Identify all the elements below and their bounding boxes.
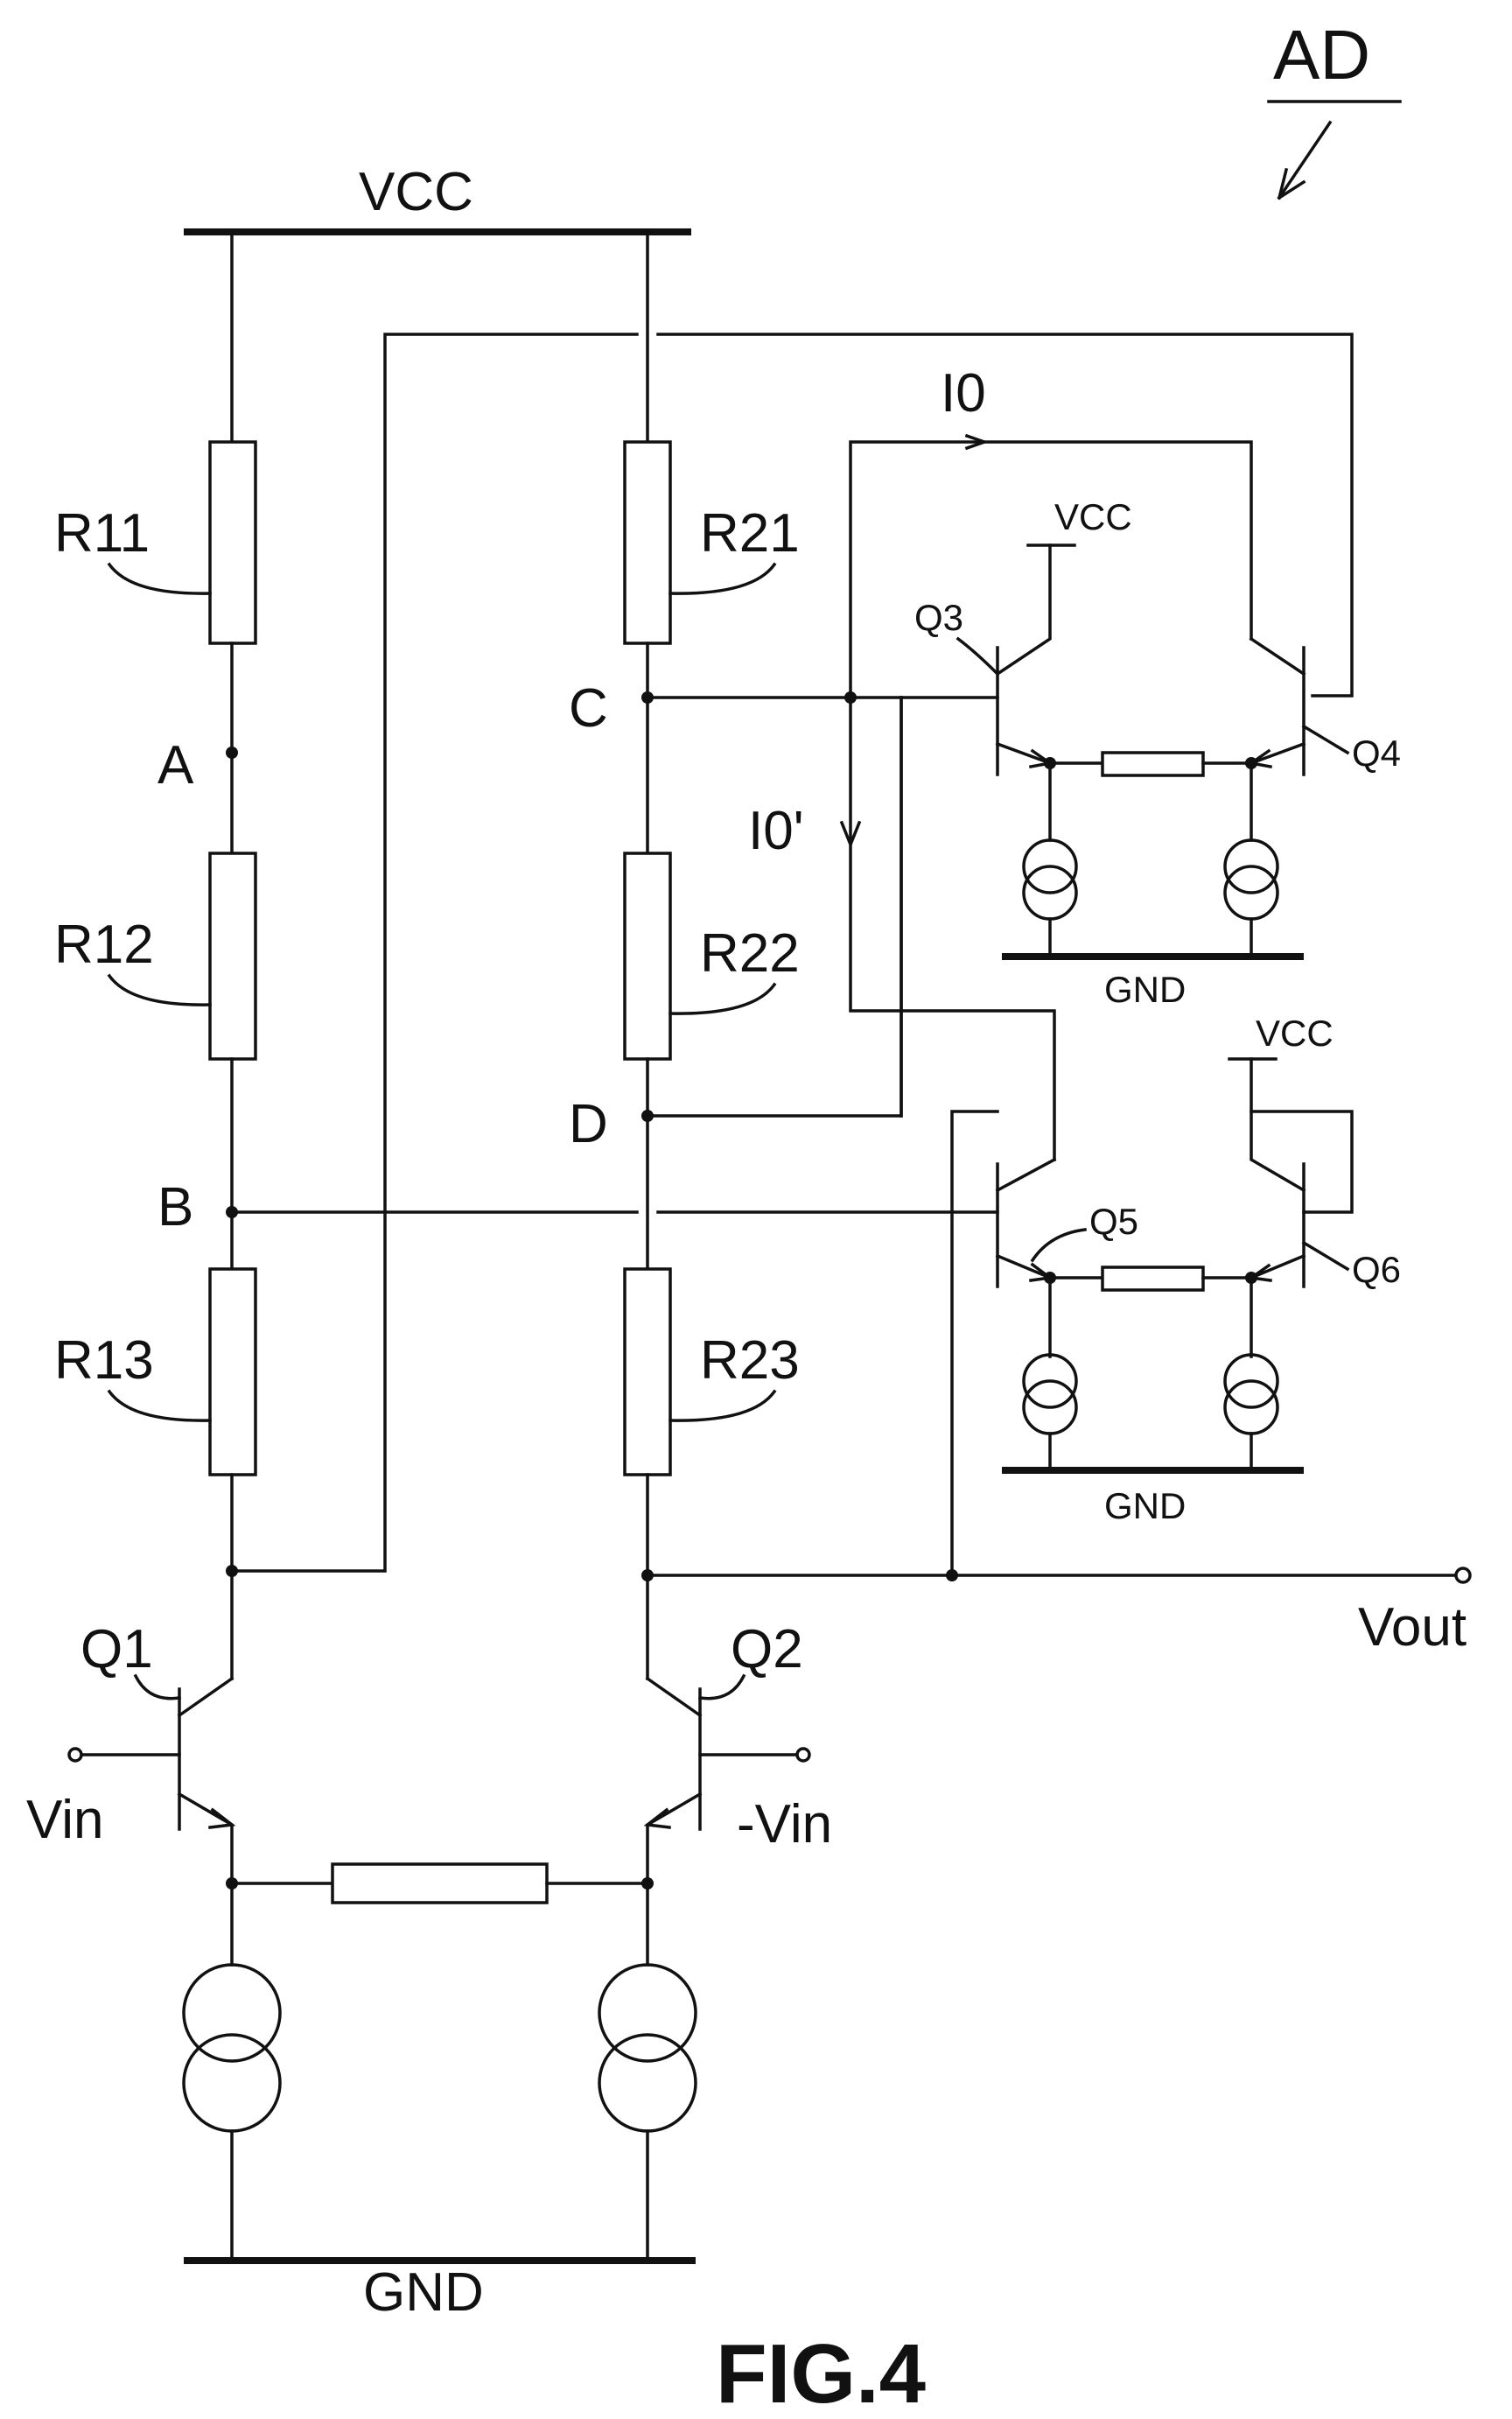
q1-label: Q1	[80, 1619, 153, 1679]
r13-leader	[109, 1392, 210, 1420]
r21-label: R21	[700, 503, 800, 564]
q6-collector	[1251, 1059, 1304, 1190]
node-a-junction	[226, 747, 238, 759]
vout-terminal	[1456, 1568, 1470, 1582]
resistor-r13	[210, 1269, 256, 1475]
resistor-r23	[625, 1269, 670, 1475]
upper-vcc-label: VCC	[1054, 496, 1132, 537]
q2-collector	[648, 1679, 700, 1715]
q3-leader	[958, 639, 998, 674]
output-feedback-riser	[952, 1111, 998, 1575]
q6-label: Q6	[1352, 1249, 1401, 1290]
i0-label: I0	[941, 363, 986, 424]
q1-emitter	[179, 1794, 232, 1883]
upper-emitter-resistor	[1102, 753, 1203, 775]
resistor-r21	[625, 442, 670, 643]
q3-emitter	[998, 744, 1050, 763]
q5-collector	[998, 1160, 1054, 1190]
q3-collector	[998, 545, 1050, 674]
vcc-rail-label: VCC	[359, 162, 473, 222]
r12-label: R12	[54, 915, 154, 975]
i0-prime-label: I0'	[748, 801, 804, 861]
node-a-label: A	[158, 735, 194, 796]
input-current-source-right	[599, 2035, 696, 2131]
resistor-r12	[210, 853, 256, 1059]
q5-label: Q5	[1089, 1201, 1138, 1242]
neg-vin-terminal	[797, 1749, 809, 1761]
resistor-r22	[625, 853, 670, 1059]
r22-label: R22	[700, 923, 800, 984]
neg-vin-label: -Vin	[737, 1794, 832, 1855]
lower-emitter-resistor	[1102, 1267, 1203, 1290]
r11-leader	[109, 564, 210, 593]
q3-label: Q3	[914, 597, 963, 638]
feedback-wire-left	[232, 334, 637, 1571]
r23-label: R23	[700, 1330, 800, 1391]
r22-leader	[670, 985, 774, 1013]
q4-leader	[1304, 726, 1348, 753]
input-emitter-resistor	[332, 1864, 547, 1903]
q6-emitter	[1251, 1256, 1304, 1278]
gnd-rail-label: GND	[363, 2262, 484, 2323]
r21-leader	[670, 564, 774, 593]
q2-label: Q2	[731, 1619, 803, 1679]
vin-label: Vin	[26, 1790, 104, 1850]
r11-label: R11	[54, 503, 150, 564]
designator-arrow	[1279, 123, 1330, 198]
node-b-label: B	[158, 1177, 193, 1238]
node-d-wire-a	[648, 698, 901, 1116]
q6-base-collector-tie	[1251, 1111, 1352, 1212]
r12-leader	[109, 976, 210, 1005]
q6-leader	[1304, 1243, 1348, 1269]
input-current-source-left	[184, 2035, 280, 2131]
lower-gnd-label: GND	[1104, 1485, 1186, 1526]
q4-emitter	[1251, 744, 1304, 763]
lower-vcc-label: VCC	[1256, 1013, 1334, 1054]
vin-terminal	[69, 1749, 81, 1761]
q4-label: Q4	[1352, 733, 1401, 774]
designator-label: AD	[1273, 16, 1370, 94]
node-c-label: C	[569, 678, 608, 739]
r23-leader	[670, 1392, 774, 1420]
q1-collector	[179, 1679, 232, 1715]
r13-label: R13	[54, 1330, 154, 1391]
q5-leader	[1032, 1230, 1085, 1260]
q5-emitter	[998, 1256, 1050, 1278]
vout-label: Vout	[1358, 1597, 1466, 1658]
resistor-r11	[210, 442, 256, 643]
upper-gnd-label: GND	[1104, 969, 1186, 1010]
i0-prime-path-wire	[850, 698, 1054, 1160]
q2-emitter	[648, 1794, 700, 1883]
q4-collector	[1251, 639, 1304, 674]
figure-caption: FIG.4	[716, 2327, 926, 2419]
node-d-label: D	[569, 1094, 608, 1154]
